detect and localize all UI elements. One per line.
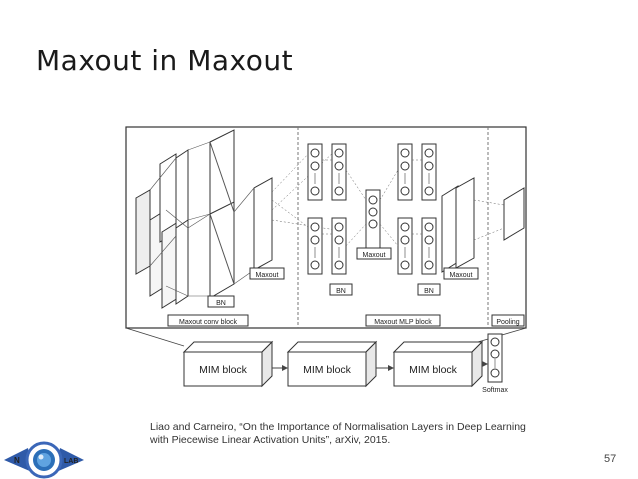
citation-line-2: with Piecewise Linear Activation Units”,… [150,434,391,446]
pooling-box [491,314,525,327]
citation-line-1: Liao and Carneiro, “On the Importance of… [150,421,526,433]
mlp-neuron-columns [307,143,437,275]
diagram-frame [125,126,527,329]
mim-block-label-2: MIM block [303,364,352,376]
maxout-label-mlp-out: Maxout [450,272,473,279]
input-maps [135,149,189,309]
softmax-neurons [490,337,500,378]
maxout-box-conv [249,267,285,280]
mim-block-label-3: MIM block [409,364,458,376]
mim-blocks [182,340,484,388]
citation: Liao and Carneiro, “On the Importance of… [150,421,526,447]
maxout-conv-map [253,177,273,271]
bn-box-mlp-1 [329,283,353,296]
maxout-label-mlp: Maxout [363,252,386,259]
bn-label-conv: BN [216,300,226,307]
mlp-output-maps [441,177,475,273]
slide-title: Maxout in Maxout [36,44,294,77]
bn-label-mlp-2: BN [424,288,434,295]
maxout-conv-block-box [167,314,249,327]
mim-block-label-1: MIM block [199,364,248,376]
maxout-conv-block-label: Maxout conv block [179,319,237,326]
maxout-box-mlp [356,247,392,260]
mlp-neurons [310,148,434,270]
bn-box-mlp-2 [417,283,441,296]
maxout-box-mlp-out [443,267,479,280]
softmax-label: Softmax [482,387,508,394]
bn-label-mlp-1: BN [336,288,346,295]
bn-box-conv [207,295,235,308]
bn-conv-stack [209,129,235,299]
page-number: 57 [604,453,617,465]
pooling-label: Pooling [496,319,519,326]
maxout-label-conv: Maxout [256,272,279,279]
pooling-map [503,187,525,241]
maxout-mlp-block-label: Maxout MLP block [374,319,432,326]
maxout-mlp-block-box [365,314,441,327]
